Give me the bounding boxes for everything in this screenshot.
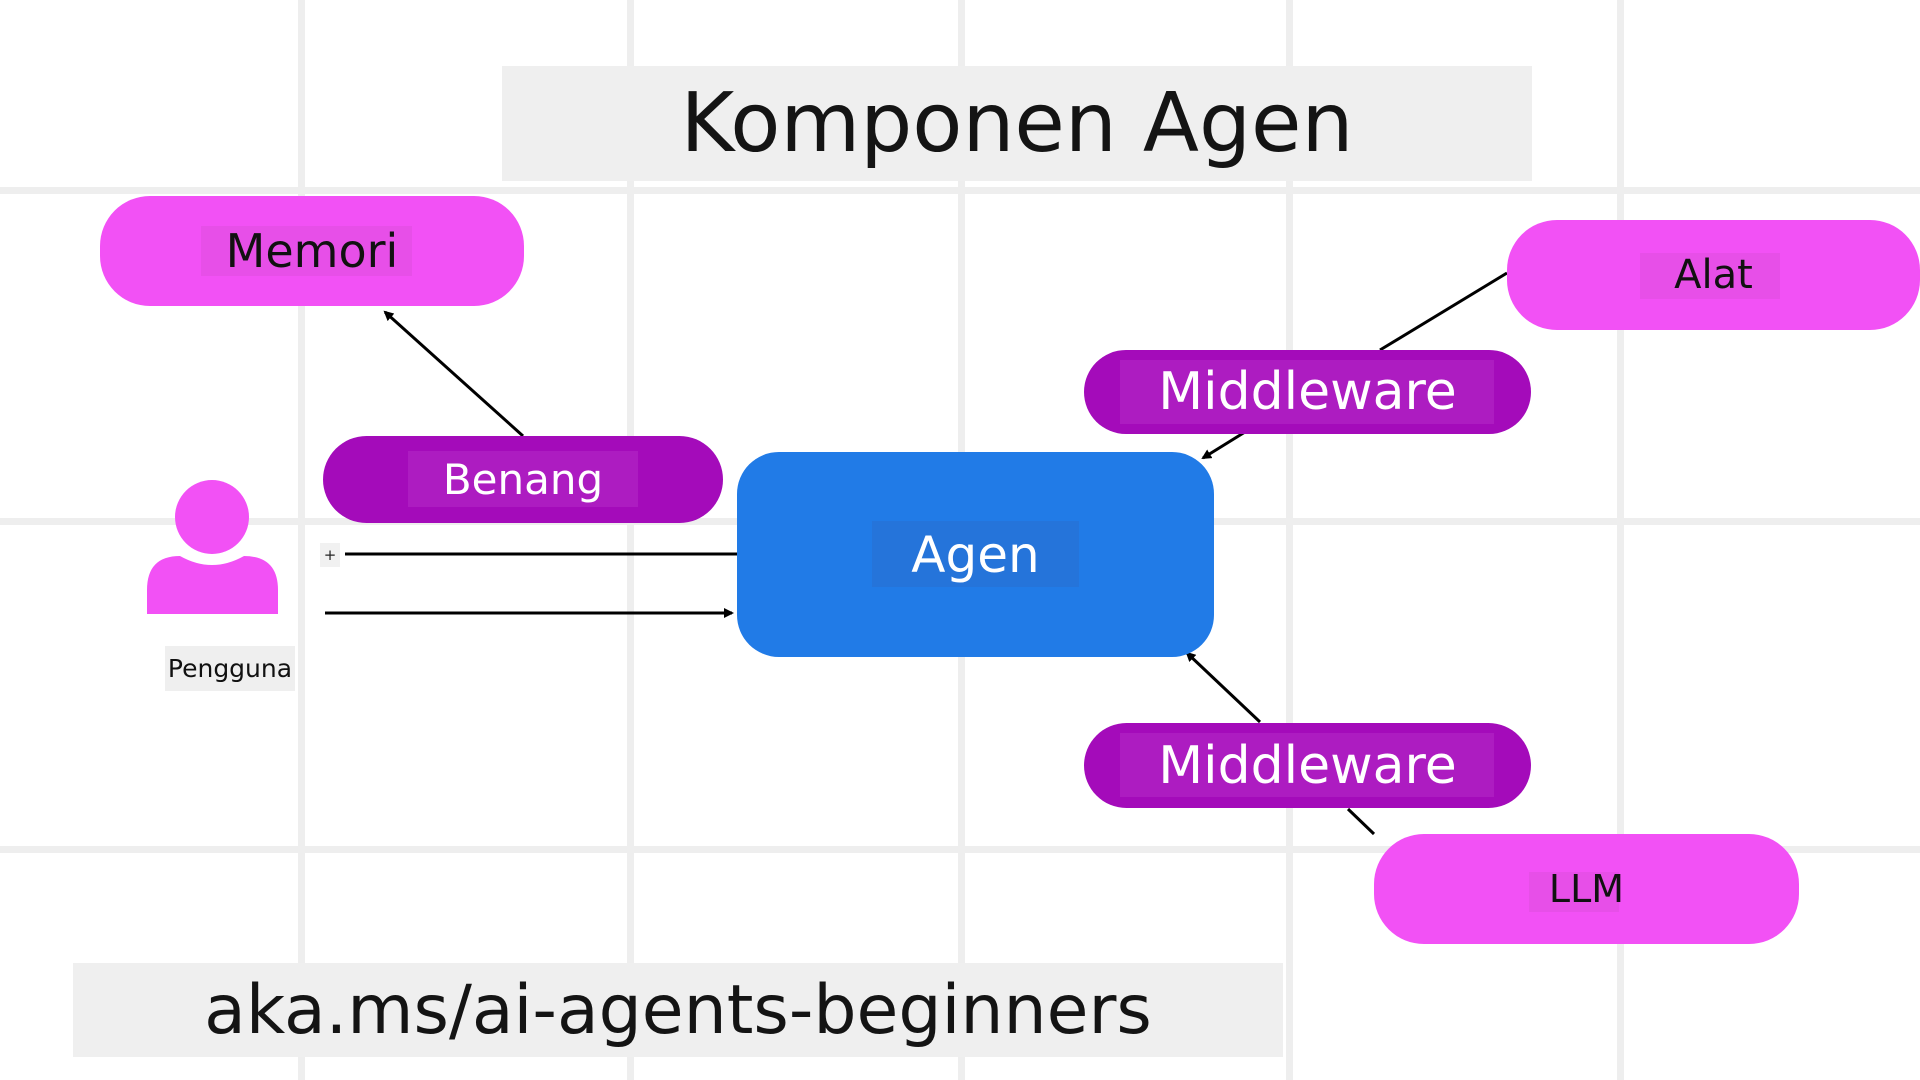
arrow-middleware-to-agent-bottom — [1185, 651, 1262, 724]
agent-label: Agen — [911, 525, 1040, 584]
middleware-bottom-label: Middleware — [1158, 735, 1457, 796]
llm-node: LLM — [1374, 834, 1799, 944]
grid-line — [298, 0, 305, 1080]
grid-line — [1286, 0, 1293, 1080]
plus-marker-text: + — [323, 546, 337, 564]
line-llm-to-middleware — [1346, 807, 1376, 836]
diagram-title-text: Komponen Agen — [680, 76, 1354, 171]
thread-label: Benang — [442, 455, 604, 504]
line-tools-to-middleware — [1379, 271, 1508, 352]
arrow-thread-to-memory — [383, 310, 525, 438]
grid-line — [0, 846, 1920, 853]
user-label-text: Pengguna — [167, 654, 293, 683]
tools-label: Alat — [1674, 252, 1753, 298]
grid-line — [0, 187, 1920, 194]
llm-label: LLM — [1548, 867, 1625, 911]
thread-node: Benang — [323, 436, 723, 523]
middleware-bottom-node: Middleware — [1084, 723, 1531, 808]
memory-node: Memori — [100, 196, 524, 306]
middleware-top-label: Middleware — [1158, 362, 1457, 422]
arrow-middleware-to-agent-top — [1201, 430, 1246, 460]
tools-node: Alat — [1507, 220, 1920, 330]
footer-link-text[interactable]: aka.ms/ai-agents-beginners — [204, 970, 1152, 1050]
plus-marker: + — [320, 543, 340, 567]
user-label: Pengguna — [165, 646, 295, 691]
grid-line — [627, 0, 634, 1080]
agent-node: Agen — [737, 452, 1214, 657]
grid-line — [1617, 0, 1624, 1080]
diagram-title: Komponen Agen — [502, 66, 1532, 181]
footer-link[interactable]: aka.ms/ai-agents-beginners — [73, 963, 1283, 1057]
memory-label: Memori — [225, 224, 399, 278]
middleware-top-node: Middleware — [1084, 350, 1531, 434]
